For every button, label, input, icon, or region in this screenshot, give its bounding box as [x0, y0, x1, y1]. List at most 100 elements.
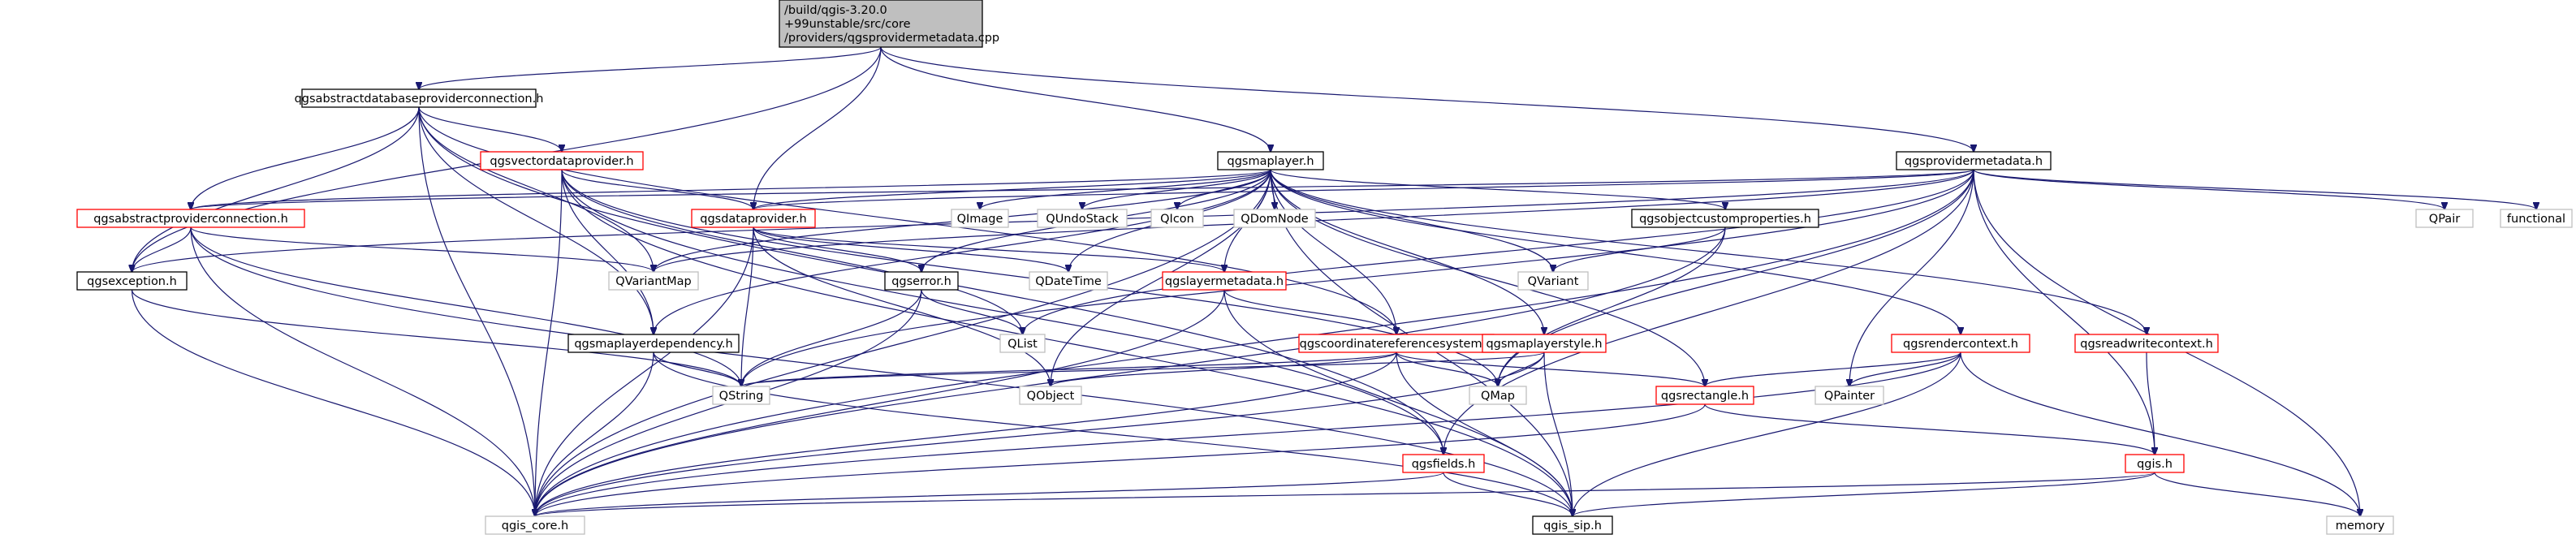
edge-provmeta-to-qpair	[1973, 169, 2444, 209]
node-error[interactable]: qgserror.h	[884, 271, 959, 291]
node-label: qgsobjectcustomproperties.h	[1639, 213, 1811, 226]
edge-provmeta-to-qgis-h	[1973, 169, 2155, 455]
node-box	[1029, 271, 1108, 291]
node-fields[interactable]: qgsfields.h	[1402, 454, 1485, 473]
node-box	[2500, 209, 2573, 228]
node-label: qgsfields.h	[1412, 458, 1476, 471]
edge-maplayer-to-rectangle	[1270, 169, 1705, 386]
node-box	[480, 151, 644, 170]
edge-crs-to-qstring	[741, 351, 1397, 386]
edge-maplayerdep-to-qgis-core	[535, 351, 654, 516]
edge-exception-to-qstring	[131, 289, 742, 386]
node-label: qgserror.h	[891, 275, 951, 288]
edge-maplayer-to-mapstyle	[1270, 169, 1544, 334]
edge-rectangle-to-qgis-h	[1704, 403, 2155, 455]
node-qmap: QMap	[1469, 386, 1527, 405]
edge-objcustom-to-qvariant	[1553, 226, 1726, 272]
node-label: qgis_sip.h	[1543, 520, 1602, 533]
node-box	[1655, 386, 1754, 405]
node-qundostack: QUndoStack	[1037, 209, 1128, 228]
node-objcustom[interactable]: qgsobjectcustomproperties.h	[1631, 209, 1819, 228]
node-rectangle[interactable]: qgsrectangle.h	[1655, 386, 1754, 405]
edge-root-to-provmeta	[880, 46, 1974, 152]
node-vectordp[interactable]: qgsvectordataprovider.h	[480, 151, 644, 170]
node-rendercontext[interactable]: qgsrendercontext.h	[1891, 334, 2030, 353]
node-qgis-core: qgis_core.h	[485, 515, 585, 535]
node-layermeta[interactable]: qgslayermetadata.h	[1162, 271, 1287, 291]
edge-qgis-h-to-memory	[2154, 472, 2360, 516]
node-qimage: QImage	[951, 209, 1009, 228]
node-box	[1217, 151, 1324, 170]
node-label: QUndoStack	[1046, 213, 1119, 226]
node-label: /build/qgis-3.20.0	[784, 4, 887, 17]
node-label: QMap	[1481, 390, 1515, 403]
edge-maplayer-to-qundostack	[1082, 169, 1271, 209]
node-mapstyle[interactable]: qgsmaplayerstyle.h	[1482, 334, 1607, 353]
node-functional: functional	[2500, 209, 2573, 228]
edge-crs-to-qobject	[1051, 351, 1397, 386]
edge-root-to-maplayer	[880, 46, 1271, 152]
node-dataprovider[interactable]: qgsdataprovider.h	[691, 209, 816, 228]
node-label: QIcon	[1160, 213, 1194, 226]
node-qgis-sip[interactable]: qgis_sip.h	[1532, 515, 1613, 535]
edge-abstractdb-to-qgis-core	[418, 106, 535, 516]
node-qvariantmap: QVariantMap	[608, 271, 699, 291]
edge-rendercontext-to-qgis-core	[535, 351, 1961, 516]
node-qdatetime: QDateTime	[1029, 271, 1108, 291]
edge-vectordp-to-fields	[561, 169, 1443, 455]
edge-rendercontext-to-qgis-sip	[1573, 351, 1961, 516]
edge-abstractdb-to-qvariantmap	[418, 106, 654, 272]
node-provmeta[interactable]: qgsprovidermetadata.h	[1896, 151, 2052, 170]
dependency-edges	[131, 46, 2537, 516]
edge-error-to-qlist	[921, 289, 1023, 334]
edge-exception-to-qgis-core	[131, 289, 536, 516]
node-label: qgis_core.h	[502, 520, 568, 533]
node-maplayer[interactable]: qgsmaplayer.h	[1217, 151, 1324, 170]
node-box	[1233, 209, 1316, 228]
node-qpair: QPair	[2415, 209, 2474, 228]
node-label: QDateTime	[1035, 275, 1102, 288]
node-qlist: QList	[999, 334, 1046, 353]
node-box	[1896, 151, 2052, 170]
edge-abstractpc-to-qvariantmap	[190, 226, 654, 272]
edge-maplayer-to-readwritectx	[1270, 169, 2147, 334]
node-qdomnode: QDomNode	[1233, 209, 1316, 228]
edge-dataprovider-to-qobject	[753, 226, 1051, 386]
node-label: qgsabstractdatabaseproviderconnection.h	[295, 93, 544, 106]
file-nodes: /build/qgis-3.20.0+99unstable/src/core/p…	[76, 0, 2573, 535]
node-label: QList	[1008, 338, 1038, 351]
node-label: QDomNode	[1241, 213, 1308, 226]
edge-abstractpc-to-qgis-core	[190, 226, 535, 516]
node-exception[interactable]: qgsexception.h	[76, 271, 188, 291]
node-box	[1150, 209, 1204, 228]
edge-root-to-abstractdb	[419, 46, 882, 89]
node-qstring: QString	[712, 386, 770, 405]
edge-objcustom-to-qgis-core	[535, 226, 1726, 516]
node-label: qgsreadwritecontext.h	[2080, 338, 2213, 351]
node-crs[interactable]: qgscoordinatereferencesystem.h	[1298, 334, 1495, 353]
node-label: functional	[2507, 213, 2565, 226]
edge-qgis-h-to-qgis-core	[535, 472, 2155, 516]
node-root[interactable]: /build/qgis-3.20.0+99unstable/src/core/p…	[779, 0, 999, 48]
edge-qgis-h-to-qgis-sip	[1573, 472, 2155, 516]
edge-maplayer-to-qobject	[1051, 169, 1271, 386]
node-box	[691, 209, 816, 228]
node-abstractdb[interactable]: qgsabstractdatabaseproviderconnection.h	[295, 88, 544, 108]
node-readwritectx[interactable]: qgsreadwritecontext.h	[2074, 334, 2219, 353]
node-maplayerdep[interactable]: qgsmaplayerdependency.h	[567, 334, 740, 353]
node-qgis-h[interactable]: qgis.h	[2125, 454, 2185, 473]
edge-abstractdb-to-maplayerdep	[418, 106, 654, 334]
node-label: qgsrectangle.h	[1661, 390, 1749, 403]
edge-provmeta-to-dataprovider	[753, 169, 1974, 209]
node-box	[779, 0, 983, 48]
edge-root-to-dataprovider	[753, 46, 882, 209]
node-abstractpc[interactable]: qgsabstractproviderconnection.h	[76, 209, 305, 228]
node-box	[1891, 334, 2030, 353]
edge-dataprovider-to-qdatetime	[753, 226, 1068, 272]
edge-abstractpc-to-qgis-sip	[190, 226, 1573, 516]
node-label: memory	[2336, 520, 2385, 533]
node-box	[1019, 386, 1082, 405]
edge-vectordp-to-qlist	[561, 169, 1023, 334]
edge-provmeta-to-qstring	[741, 169, 1974, 386]
node-box	[2415, 209, 2474, 228]
